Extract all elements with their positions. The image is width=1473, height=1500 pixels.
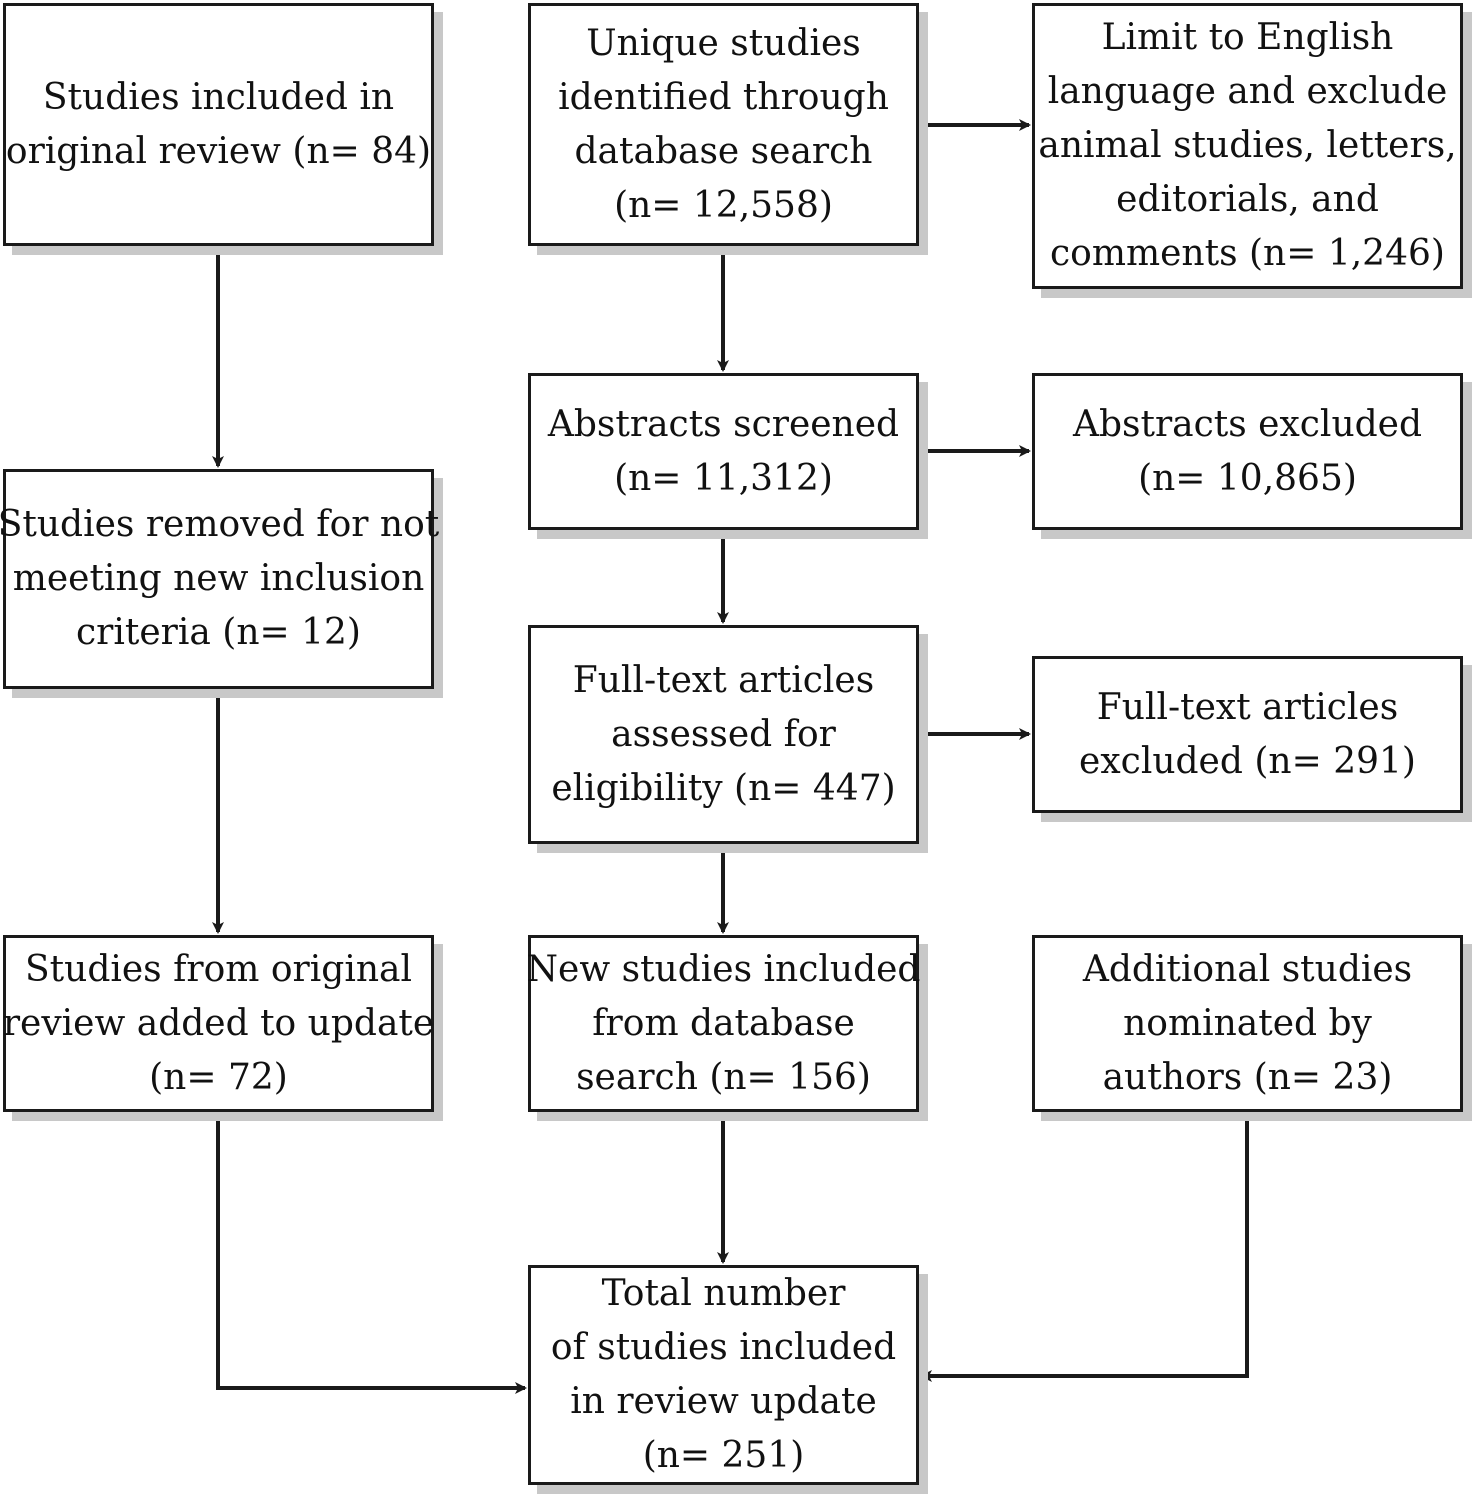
box-text-line: (n= 251) [642, 1435, 805, 1476]
box-new-studies-included: New studies included from database searc… [526, 935, 921, 1112]
box-text-line: assessed for [611, 713, 836, 755]
box-text-line: Full-text articles [572, 659, 875, 701]
box-text-line: language and exclude [1047, 71, 1448, 112]
box-text-line: comments (n= 1,246) [1050, 233, 1445, 274]
box-text-line: criteria (n= 12) [76, 612, 361, 653]
box-text-line: (n= 11,312) [614, 457, 833, 499]
box-text-line: Abstracts screened [547, 403, 900, 445]
box-text-line: Full-text articles [1096, 686, 1399, 728]
box-fulltext-assessed: Full-text articles assessed for eligibil… [528, 625, 919, 844]
box-unique-studies: Unique studies identified through databa… [528, 3, 919, 246]
box-text-line: animal studies, letters, [1038, 125, 1457, 166]
box-text-line: excluded (n= 291) [1079, 740, 1416, 782]
box-text-line: of studies included [550, 1327, 897, 1368]
box-fulltext-excluded: Full-text articles excluded (n= 291) [1032, 656, 1463, 813]
box-text-line: Limit to English [1101, 17, 1394, 58]
box-text-line: Studies from original [25, 948, 412, 990]
box-abstracts-excluded: Abstracts excluded (n= 10,865) [1032, 373, 1463, 530]
box-text-line: Unique studies [586, 22, 861, 64]
box-text-line: authors (n= 23) [1102, 1056, 1393, 1098]
arrow-additional-to-total [920, 1112, 1249, 1382]
box-text-line: in review update [570, 1381, 877, 1422]
arrow-from_original-to-total [216, 1112, 527, 1394]
box-text-line: Studies removed for not [0, 504, 440, 545]
box-text-line: New studies included [526, 948, 921, 990]
box-text-line: database search [574, 130, 873, 172]
box-text-line: Additional studies [1082, 948, 1413, 990]
box-text-line: (n= 12,558) [614, 184, 833, 226]
box-studies-from-original: Studies from original review added to up… [3, 935, 434, 1112]
box-limit-english: Limit to English language and exclude an… [1032, 3, 1463, 289]
box-text-line: Abstracts excluded [1072, 403, 1423, 445]
box-total-studies: Total number of studies included in revi… [528, 1265, 919, 1485]
box-text-line: Studies included in [42, 76, 395, 118]
box-studies-original-review: Studies included in original review (n= … [3, 3, 434, 246]
box-studies-removed: Studies removed for not meeting new incl… [0, 469, 439, 689]
box-text-line: search (n= 156) [576, 1056, 871, 1098]
box-abstracts-screened: Abstracts screened (n= 11,312) [528, 373, 919, 530]
box-text-line: from database [592, 1002, 855, 1044]
box-additional-studies: Additional studies nominated by authors … [1032, 935, 1463, 1112]
box-text-line: eligibility (n= 447) [551, 767, 896, 809]
box-text-line: (n= 72) [149, 1056, 288, 1098]
box-text-line: review added to update [2, 1002, 435, 1044]
box-text-line: nominated by [1123, 1002, 1372, 1044]
box-text-line: Total number [601, 1273, 846, 1314]
box-text-line: editorials, and [1116, 179, 1379, 220]
box-text-line: original review (n= 84) [5, 130, 432, 172]
box-text-line: (n= 10,865) [1138, 457, 1357, 499]
box-text-line: identified through [558, 76, 889, 118]
box-text-line: meeting new inclusion [12, 558, 425, 599]
